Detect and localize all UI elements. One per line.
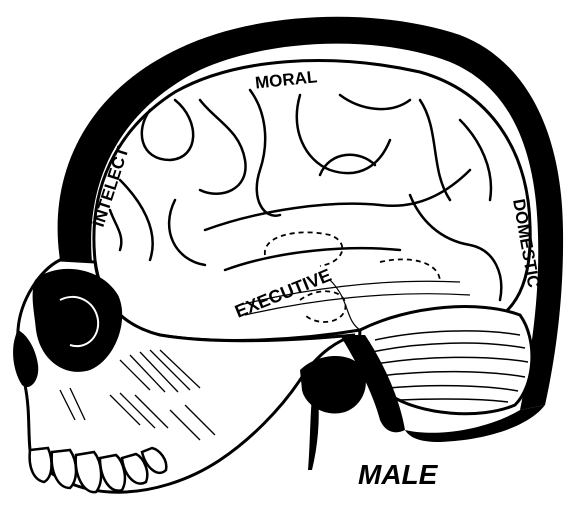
styloid-process <box>308 395 319 470</box>
ear-opening <box>300 356 366 414</box>
cerebrum-outline <box>94 61 530 341</box>
caption-male: MALE <box>358 459 439 490</box>
